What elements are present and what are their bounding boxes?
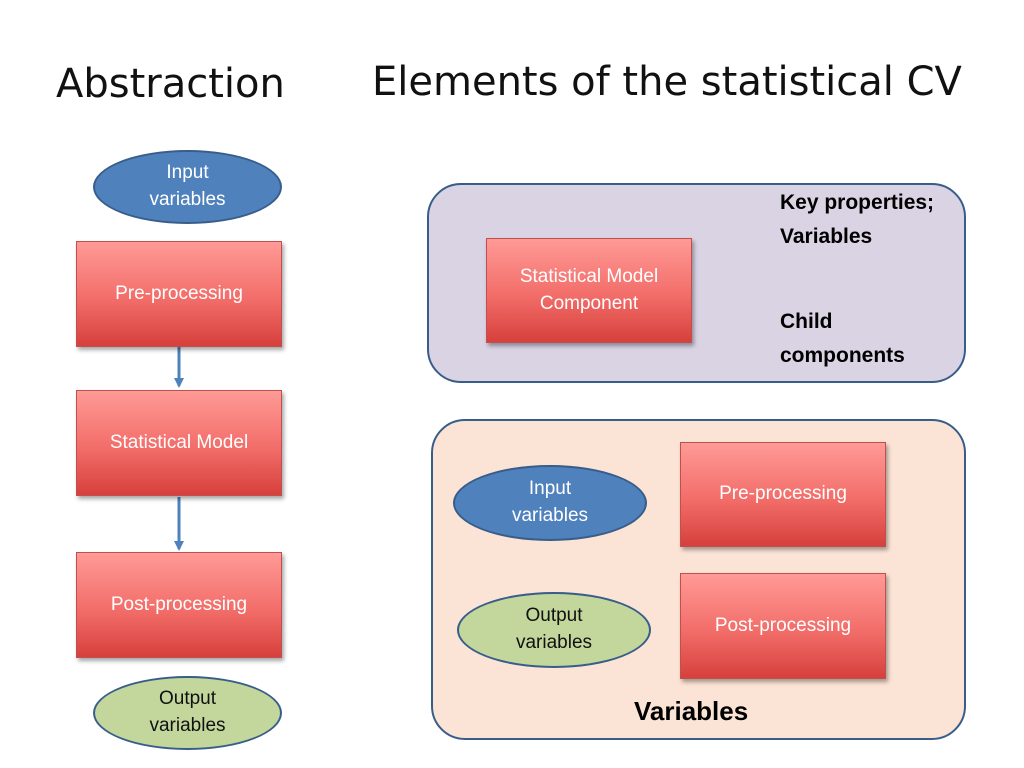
child-components-text: Child components [780,305,905,372]
child-components-line2: components [780,343,905,367]
preprocessing-label: Pre-processing [115,282,243,304]
postprocessing-label: Post-processing [110,593,248,615]
input-variables-ellipse: Input variables [93,150,282,224]
statistical-model-box: Statistical Model [76,390,282,496]
output-variables-line1: Output [158,688,217,710]
input-variables-line1: Input [166,162,209,184]
key-properties-line2: Variables [780,224,873,248]
preprocessing-box: Pre-processing [76,241,282,347]
panel-output-variables-line1: Output [525,605,583,627]
child-components-line1: Child [780,310,833,333]
panel-output-variables-line2: variables [515,632,593,653]
statistical-model-label: Statistical Model [109,431,249,453]
title-abstraction: Abstraction [56,61,285,107]
panel-input-variables-line1: Input [528,478,572,500]
output-variables-line2: variables [149,715,226,736]
model-component-line2: Component [539,292,639,314]
model-component-panel [427,183,966,383]
title-elements: Elements of the statistical CV [372,59,962,105]
key-properties-line1: Key properties; [780,191,935,214]
panel-preprocessing-box: Pre-processing [680,442,886,547]
panel-input-variables-line2: variables [511,505,589,526]
input-variables-line2: variables [149,189,226,210]
key-properties-text: Key properties; Variables [780,186,934,253]
panel-postprocessing-label: Post-processing [714,614,852,636]
panel-postprocessing-box: Post-processing [680,573,886,679]
postprocessing-box: Post-processing [76,552,282,658]
output-variables-ellipse: Output variables [93,676,282,750]
panel-preprocessing-label: Pre-processing [719,483,847,505]
model-component-box: Statistical Model Component [486,238,692,343]
variables-panel-label: Variables [634,696,749,726]
panel-input-variables-ellipse: Input variables [453,465,647,541]
model-component-line1: Statistical Model [519,265,659,287]
panel-output-variables-ellipse: Output variables [457,592,651,668]
